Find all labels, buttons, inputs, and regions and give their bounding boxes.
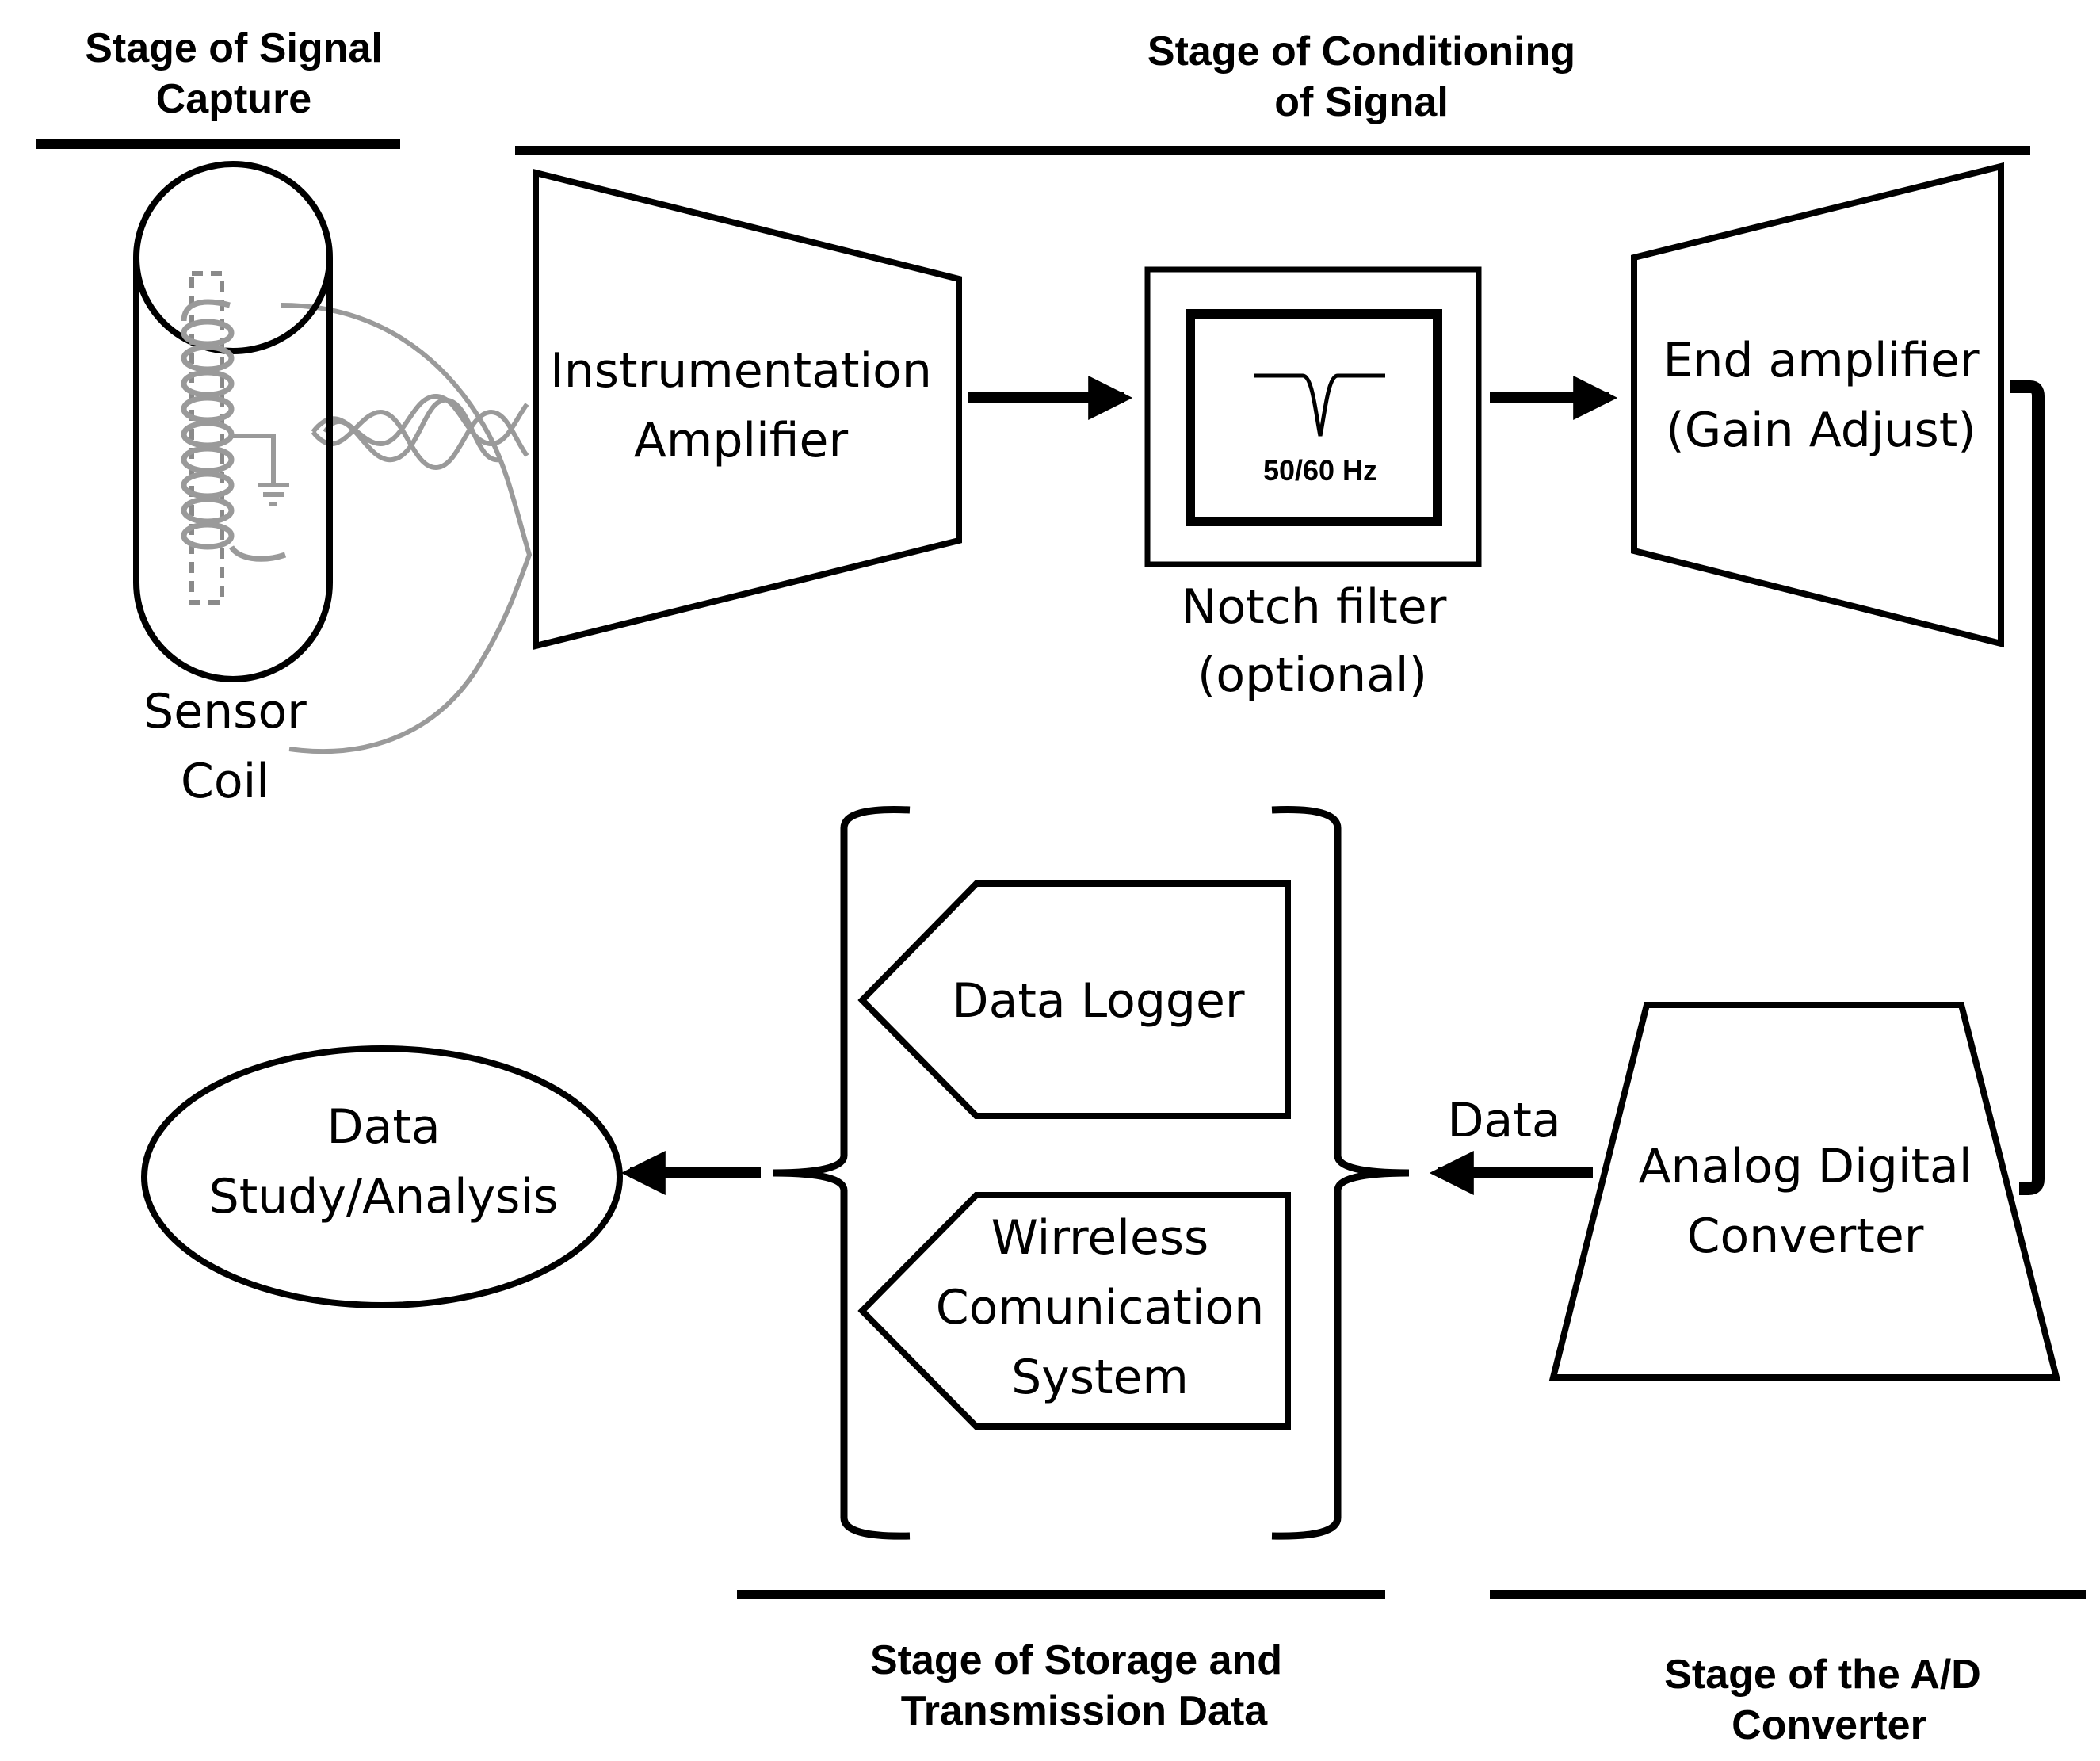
- stage-capture-title-line1: Stage of Signal: [85, 25, 383, 71]
- svg-text:Notch filter: Notch filter: [1182, 579, 1447, 635]
- coil-winding-icon: [181, 299, 287, 562]
- end-amplifier: End amplifier (Gain Adjust): [1631, 162, 2004, 648]
- stage-capture-title-line2: Capture: [156, 76, 311, 122]
- adc-label-line1: Analog Digital: [1639, 1139, 1972, 1194]
- instrumentation-amplifier: Instrumentation Amplifier: [533, 168, 962, 651]
- notch-frequency-label: 50/60 Hz: [1263, 454, 1377, 487]
- left-bracket: [772, 806, 911, 1540]
- svg-text:Wirreless: Wirreless: [991, 1210, 1209, 1266]
- sensor-cylinder-body: [133, 258, 333, 682]
- right-bracket: [1271, 806, 1410, 1540]
- end-amplifier-label-line2: (Gain Adjust): [1666, 403, 1976, 458]
- analysis-ellipse: [141, 1045, 623, 1308]
- notch-filter-label-line1: Notch filter: [1182, 579, 1447, 635]
- notch-response-icon: [1254, 373, 1385, 437]
- analog-digital-converter: Analog Digital Converter: [1548, 1002, 2061, 1381]
- adc-shape: [1548, 1002, 2061, 1381]
- svg-text:Transmission Data: Transmission Data: [901, 1688, 1268, 1734]
- svg-text:Stage of Conditioning: Stage of Conditioning: [1147, 29, 1575, 74]
- instrumentation-amplifier-label-line1: Instrumentation: [550, 343, 932, 399]
- svg-text:Coil: Coil: [181, 754, 269, 809]
- svg-text:Study/Analysis: Study/Analysis: [209, 1169, 559, 1224]
- connector-end-amplifier-to-adc: [2010, 380, 2045, 1195]
- sensor-core-dashed: [189, 271, 224, 605]
- svg-text:Converter: Converter: [1732, 1702, 1926, 1748]
- stage-ad-title-line1: Stage of the A/D: [1664, 1652, 1981, 1698]
- wireless-shape: [857, 1192, 1291, 1430]
- sensor-coil: Sensor Coil: [133, 161, 533, 809]
- data-study-analysis: Data Study/Analysis: [141, 1045, 623, 1308]
- end-amplifier-label-line1: End amplifier: [1663, 333, 1979, 388]
- sensor-cylinder-top: [133, 161, 333, 354]
- stage-conditioning-header: Stage of Conditioning of Signal: [515, 29, 2030, 155]
- stage-capture-header: Stage of Signal Capture: [36, 25, 400, 149]
- sensor-label-line2: Coil: [181, 754, 269, 809]
- ground-icon: [231, 434, 289, 506]
- wireless-communication-system: Wirreless Comunication System: [857, 1192, 1291, 1430]
- data-edge-label: Data: [1447, 1093, 1560, 1148]
- svg-text:Data Logger: Data Logger: [952, 973, 1245, 1029]
- sensor-label-line1: Sensor: [143, 684, 307, 739]
- svg-text:Sensor: Sensor: [143, 684, 307, 739]
- stage-conditioning-title-line2: of Signal: [1274, 79, 1449, 125]
- stage-ad-title-line2: Converter: [1732, 1702, 1926, 1748]
- svg-text:Stage of Signal: Stage of Signal: [85, 25, 383, 71]
- end-amplifier-shape: [1631, 162, 2004, 648]
- adc-label-line2: Converter: [1687, 1209, 1924, 1264]
- svg-text:(optional): (optional): [1197, 647, 1427, 703]
- stage-storage-title-line1: Stage of Storage and: [870, 1637, 1282, 1683]
- svg-text:of Signal: of Signal: [1274, 79, 1449, 125]
- data-logger-shape: [857, 880, 1291, 1119]
- svg-text:System: System: [1011, 1350, 1189, 1405]
- instrumentation-amplifier-shape: [533, 168, 962, 651]
- storage-transmission-group: Data Logger Wirreless Comunication Syste…: [772, 806, 1410, 1540]
- svg-text:Stage of Storage and: Stage of Storage and: [870, 1637, 1282, 1683]
- instrumentation-amplifier-label-line2: Amplifier: [634, 413, 849, 468]
- svg-text:Stage of the A/D: Stage of the A/D: [1664, 1652, 1981, 1698]
- analysis-label-line1: Data: [326, 1099, 440, 1155]
- notch-filter-label-line2: (optional): [1197, 647, 1427, 703]
- analysis-label-line2: Study/Analysis: [209, 1169, 559, 1224]
- svg-text:Instrumentation: Instrumentation: [550, 343, 932, 399]
- svg-text:Data: Data: [1447, 1093, 1560, 1148]
- stage-storage-header: Stage of Storage and Transmission Data: [737, 1590, 1385, 1734]
- stage-ad-header: Stage of the A/D Converter: [1490, 1590, 2086, 1748]
- svg-text:Amplifier: Amplifier: [634, 413, 849, 468]
- wireless-label-line1: Wirreless: [991, 1210, 1209, 1266]
- twisted-wire-icon: [281, 303, 533, 754]
- svg-text:50/60 Hz: 50/60 Hz: [1263, 454, 1377, 487]
- svg-text:Capture: Capture: [156, 76, 311, 122]
- svg-text:Analog Digital: Analog Digital: [1639, 1139, 1972, 1194]
- wireless-label-line2: Comunication: [936, 1280, 1264, 1335]
- data-logger: Data Logger: [857, 880, 1291, 1119]
- notch-filter: 50/60 Hz Notch filter (optional): [1144, 266, 1482, 703]
- wireless-label-line3: System: [1011, 1350, 1189, 1405]
- svg-text:Data: Data: [326, 1099, 440, 1155]
- stage-storage-title-line2: Transmission Data: [901, 1688, 1268, 1734]
- stage-conditioning-title-line1: Stage of Conditioning: [1147, 29, 1575, 74]
- svg-text:Comunication: Comunication: [936, 1280, 1264, 1335]
- svg-text:(Gain Adjust): (Gain Adjust): [1666, 403, 1976, 458]
- svg-text:End amplifier: End amplifier: [1663, 333, 1979, 388]
- svg-text:Converter: Converter: [1687, 1209, 1924, 1264]
- notch-filter-inner-box: [1186, 309, 1442, 526]
- data-logger-label: Data Logger: [952, 973, 1245, 1029]
- notch-filter-outer-box: [1144, 266, 1482, 567]
